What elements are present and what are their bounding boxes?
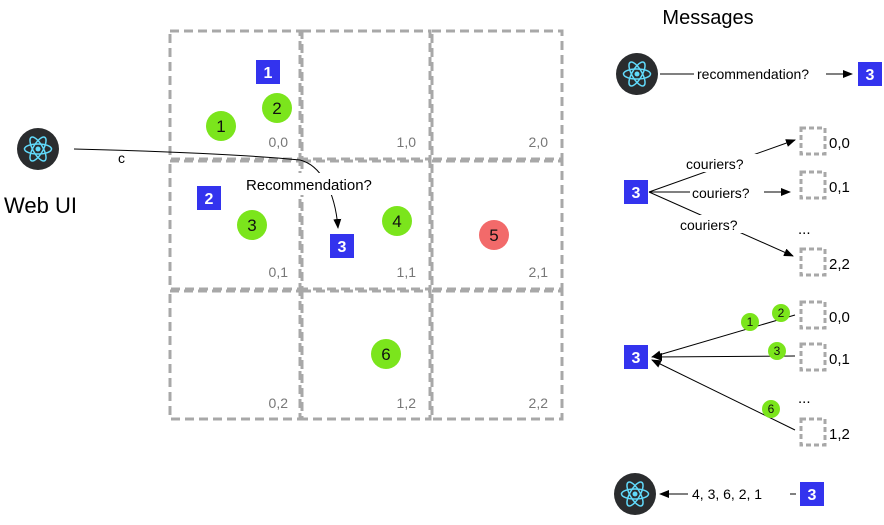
request-marker (800, 482, 824, 506)
courier-marker: 2 (262, 93, 292, 123)
cell-node-label: 0,0 (829, 135, 850, 152)
courier-marker-busy: 5 (479, 220, 509, 250)
request-id: 3 (866, 67, 875, 84)
request-marker: 1 (256, 60, 280, 84)
courier-marker: 1 (206, 111, 236, 141)
react-icon (16, 127, 60, 171)
courier-id: 3 (774, 344, 781, 358)
courier-id: 6 (768, 402, 775, 416)
cell-node-label: 0,0 (829, 309, 850, 326)
courier-id: 2 (778, 306, 785, 320)
cell-labels: 0,0 1,0 2,0 0,1 1,1 2,1 0,2 1,2 2,2 (269, 134, 549, 411)
cell-node (799, 126, 827, 156)
message-step-2: couriers? couriers? couriers? 3 0,0 0,1 … (624, 126, 850, 277)
cell-node (799, 247, 827, 277)
courier-id: 4 (392, 212, 401, 231)
cell-label: 1,1 (397, 264, 417, 280)
cell-label: 0,2 (269, 395, 289, 411)
message-label: couriers? (692, 185, 750, 201)
request-id: 3 (808, 487, 817, 504)
cell-1-0 (300, 29, 432, 161)
request-id: 2 (205, 191, 214, 208)
cell-node-label: 1,2 (829, 426, 850, 443)
label-bg (688, 484, 790, 504)
request-id: 3 (338, 239, 347, 256)
courier-id: 6 (381, 345, 390, 364)
request-id: 3 (632, 185, 641, 202)
courier-id: 5 (489, 226, 498, 245)
message-label: 4, 3, 6, 2, 1 (692, 486, 762, 502)
courier-marker: 3 (237, 210, 267, 240)
request-label: Recommendation? (246, 177, 372, 194)
ellipsis: ... (798, 390, 811, 407)
cell-label: 1,2 (397, 395, 417, 411)
cell-node-label: 0,1 (829, 351, 850, 368)
cell-label: 1,0 (397, 134, 417, 150)
web-ui-label: Web UI (4, 193, 77, 218)
c-label: c (118, 150, 125, 166)
cell-1-2 (300, 289, 432, 421)
courier-id: 3 (247, 216, 256, 235)
request-marker: 2 (197, 186, 221, 210)
cell-1-1 (300, 159, 432, 291)
request-marker (858, 62, 882, 86)
cell-2-1 (430, 159, 564, 291)
message-label: couriers? (686, 156, 744, 172)
label-bg (690, 183, 764, 201)
request-id: 3 (632, 350, 641, 367)
courier-id: 2 (272, 99, 281, 118)
courier-marker (741, 313, 759, 331)
request-marker (624, 180, 648, 204)
courier-marker: 6 (371, 339, 401, 369)
city-grid (168, 29, 564, 421)
request-label-bg (244, 173, 396, 195)
courier-id: 1 (216, 117, 225, 136)
web-ui-client: Web UI (4, 127, 77, 218)
cell-label: 0,1 (269, 264, 289, 280)
message-step-4: 4, 3, 6, 2, 1 3 (613, 472, 824, 516)
cell-node (799, 300, 827, 330)
cell-node (799, 342, 827, 372)
grid-couriers: 1 2 3 4 5 6 (206, 93, 509, 369)
courier-marker (762, 400, 780, 418)
courier-marker (772, 304, 790, 322)
request-marker (624, 345, 648, 369)
cell-node (799, 170, 827, 200)
cell-node-label: 2,2 (829, 256, 850, 273)
courier-marker: 4 (382, 206, 412, 236)
request-marker: 3 (330, 234, 354, 258)
message-arrow (651, 314, 796, 359)
cell-node-label: 0,1 (829, 179, 850, 196)
cell-label: 0,0 (269, 134, 289, 150)
messages-title: Messages (662, 7, 753, 29)
message-step-3: 3 0,0 0,1 ... 1,2 1 2 3 6 (624, 300, 850, 447)
ellipsis: ... (798, 221, 811, 238)
courier-marker (768, 342, 786, 360)
courier-id: 1 (747, 315, 754, 329)
label-bg (684, 154, 758, 172)
message-step-1: recommendation? 3 (615, 52, 882, 96)
cell-0-2 (168, 289, 302, 421)
cell-0-0 (168, 29, 302, 161)
cell-label: 2,2 (529, 395, 549, 411)
message-arrow (651, 359, 796, 431)
react-icon (613, 472, 657, 516)
cell-0-1 (168, 159, 302, 291)
message-label: couriers? (680, 217, 738, 233)
cell-label: 2,0 (529, 134, 549, 150)
grid-requests: 1 2 3 (197, 60, 354, 258)
request-id: 1 (264, 65, 273, 82)
label-bg (678, 215, 752, 233)
label-bg (694, 64, 826, 84)
cell-2-0 (430, 29, 564, 161)
cell-node (799, 417, 827, 447)
message-label: recommendation? (697, 66, 809, 82)
react-icon (615, 52, 659, 96)
cell-2-2 (430, 289, 564, 421)
cell-label: 2,1 (529, 264, 549, 280)
